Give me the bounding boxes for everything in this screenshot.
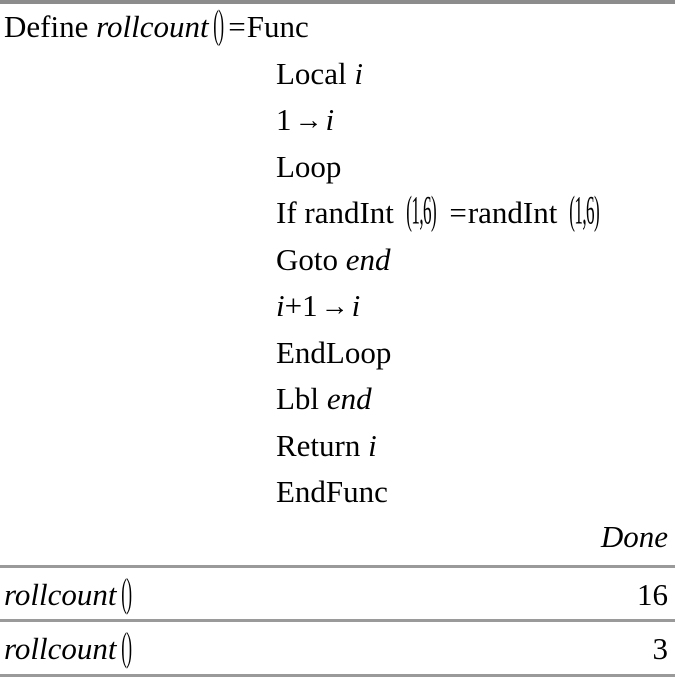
history-entry-row[interactable]: rollcount() 16 [0,568,675,622]
history-divider-3 [0,674,675,677]
randint-args-left: (1,6) [406,187,437,233]
variable-i: i [351,288,361,323]
program-definition-block[interactable]: Define rollcount()=Func Local i 1→i Loop… [0,2,675,516]
store-arrow-icon: → [294,105,323,136]
code-line-if-randint[interactable]: If randInt (1,6) =randInt (1,6) [0,188,675,237]
history-entry-result: 16 [637,577,668,612]
history-divider-1 [0,565,675,568]
return-keyword: Return [276,427,369,463]
empty-parentheses: () [120,569,132,615]
history-entry-expression[interactable]: rollcount() [4,622,135,676]
randint-args-right: (1,6) [569,187,600,233]
code-line-assign-one[interactable]: 1→i [0,97,675,144]
plus-one-operator: +1 [284,288,318,323]
code-line-goto[interactable]: Goto end [0,237,675,284]
code-line-local[interactable]: Local i [0,51,675,98]
definition-result-done: Done [600,519,668,554]
variable-i: i [354,55,363,91]
goto-keyword: Goto [276,241,346,277]
code-line-endfunc[interactable]: EndFunc [0,469,675,516]
number-one: 1 [276,102,292,137]
code-line-increment[interactable]: i+1→i [0,283,675,330]
empty-parentheses: () [120,623,132,669]
history-entry-expression[interactable]: rollcount() [4,568,135,622]
code-line-define[interactable]: Define rollcount()=Func [0,2,675,51]
variable-i: i [325,102,335,137]
equals-operator: = [228,9,246,44]
top-divider [0,0,675,4]
label-end: end [345,241,391,277]
variable-i: i [368,427,377,463]
code-line-return[interactable]: Return i [0,423,675,470]
history-entry-row[interactable]: rollcount() 3 [0,622,675,676]
loop-keyword: Loop [276,148,342,184]
code-line-loop[interactable]: Loop [0,144,675,191]
function-name: rollcount [4,577,117,612]
if-randint-keyword: If randInt [276,195,394,230]
function-name: rollcount [4,631,117,666]
func-keyword: Func [246,9,309,44]
function-name: rollcount [96,9,209,44]
code-line-endloop[interactable]: EndLoop [0,330,675,377]
equals-operator: = [449,195,467,230]
variable-i: i [276,288,285,323]
define-keyword: Define [4,9,97,44]
lbl-keyword: Lbl [276,381,327,416]
code-line-lbl[interactable]: Lbl end [0,376,675,423]
local-keyword: Local [276,55,355,91]
endfunc-keyword: EndFunc [276,474,388,509]
store-arrow-icon: → [320,291,349,322]
history-divider-2 [0,619,675,622]
empty-parentheses: () [212,1,224,47]
endloop-keyword: EndLoop [276,334,392,370]
label-end: end [326,381,372,416]
history-entry-result: 3 [652,631,669,666]
randint-keyword: randInt [467,195,558,230]
